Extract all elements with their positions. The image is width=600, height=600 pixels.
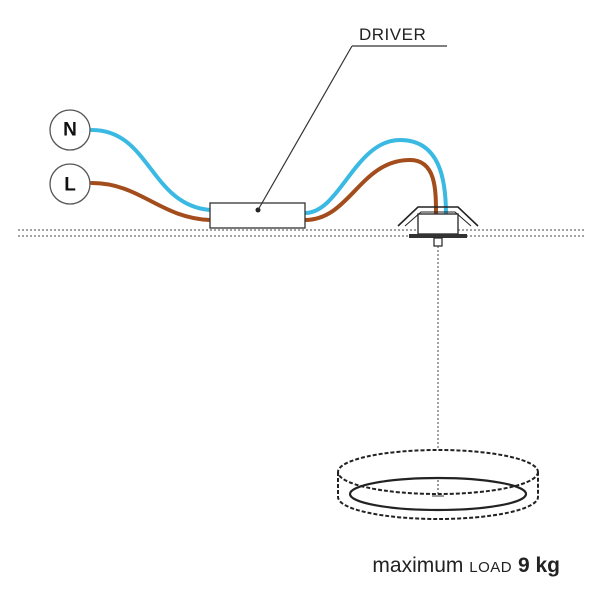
max-load-caption: maximum LOAD 9 kg <box>372 554 560 578</box>
live-wire <box>90 157 438 222</box>
caption-load-word: LOAD <box>469 559 513 576</box>
live-terminal-label: L <box>64 175 76 196</box>
neutral-terminal: N <box>49 109 91 151</box>
driver-box <box>209 202 306 229</box>
driver-label: DRIVER <box>359 25 426 44</box>
ceiling-canopy <box>397 206 479 247</box>
neutral-wire <box>90 128 448 217</box>
driver-callout: DRIVER <box>257 25 447 211</box>
ceiling <box>18 229 584 237</box>
caption-prefix: maximum <box>372 554 464 577</box>
caption-load-value: 9 kg <box>517 554 560 577</box>
ring-luminaire <box>337 449 539 520</box>
neutral-terminal-label: N <box>63 120 77 141</box>
live-terminal: L <box>49 163 91 205</box>
